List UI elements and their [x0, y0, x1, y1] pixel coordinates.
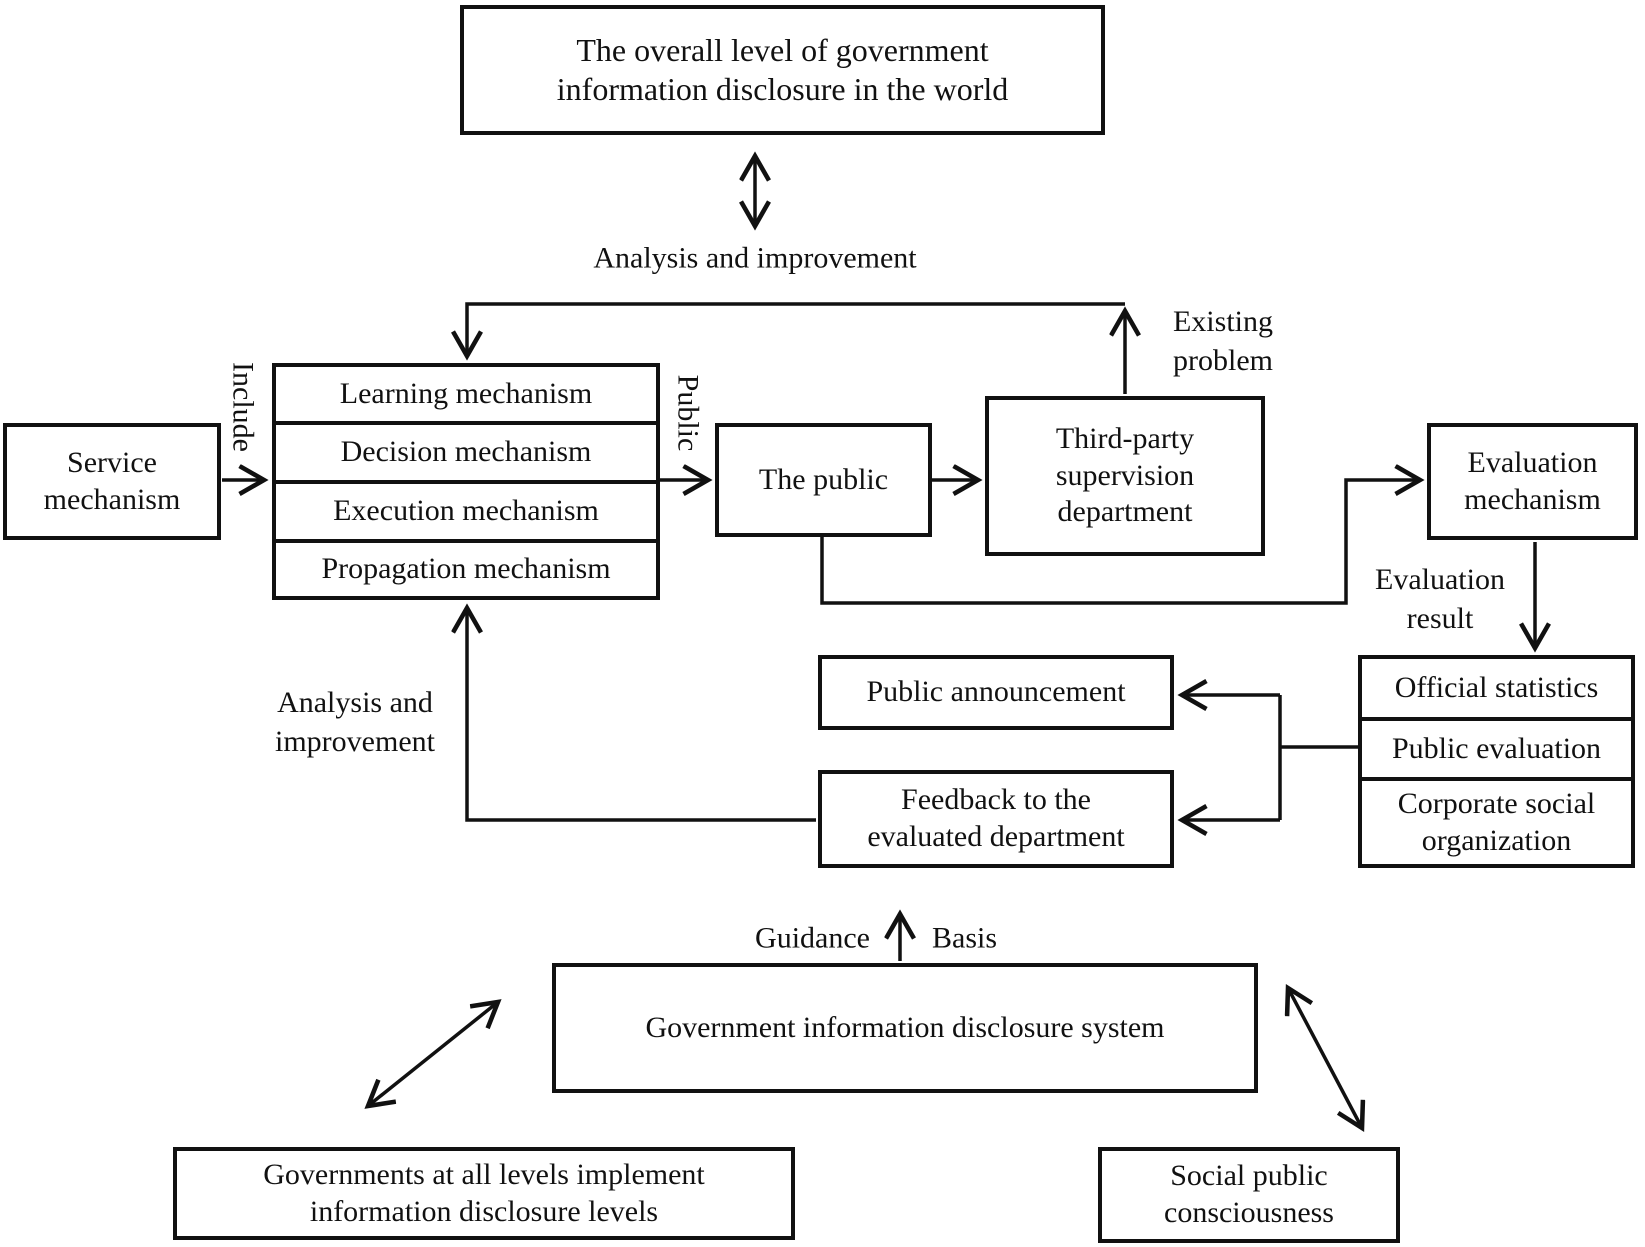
label-analysis-left-line2: improvement [275, 725, 435, 758]
box-propagation-mechanism: Propagation mechanism [272, 539, 660, 600]
label-analysis-improvement-left: Analysis and improvement [275, 683, 435, 761]
box-social-public-consciousness: Social public consciousness [1098, 1147, 1400, 1243]
box-government-disclosure-system: Government information disclosure system [552, 963, 1258, 1093]
label-analysis-left-line1: Analysis and [277, 686, 433, 719]
box-the-public: The public [715, 423, 932, 537]
label-analysis-improvement-top: Analysis and improvement [593, 241, 917, 275]
line-feedback-to-propagation [467, 608, 816, 822]
box-official-statistics: Official statistics [1358, 655, 1635, 721]
label-guidance: Guidance [755, 921, 870, 955]
box-service-mechanism: Service mechanism [3, 423, 221, 540]
label-evaluation-result-line2: result [1406, 602, 1474, 635]
arrow-govsystem-social-bidirectional [1288, 988, 1362, 1128]
box-learning-mechanism: Learning mechanism [272, 363, 660, 425]
label-existing-problem: Existing problem [1148, 302, 1298, 380]
line-resultstack-branch-trunk [1278, 695, 1358, 820]
box-decision-mechanism: Decision mechanism [272, 421, 660, 484]
label-public: Public [671, 374, 705, 452]
box-public-announcement: Public announcement [818, 655, 1174, 730]
box-feedback-evaluated-department: Feedback to the evaluated department [818, 770, 1174, 868]
box-overall-level: The overall level of government informat… [460, 5, 1105, 135]
label-basis: Basis [932, 921, 998, 955]
box-execution-mechanism: Execution mechanism [272, 480, 660, 543]
box-evaluation-mechanism: Evaluation mechanism [1427, 423, 1638, 540]
label-evaluation-result: Evaluation result [1375, 560, 1505, 638]
label-evaluation-result-line1: Evaluation [1375, 563, 1505, 596]
label-include: Include [226, 362, 260, 452]
label-existing-problem-line2: problem [1173, 344, 1273, 377]
box-governments-all-levels: Governments at all levels implement info… [173, 1147, 795, 1240]
label-existing-problem-line1: Existing [1172, 305, 1273, 338]
line-analysis-feedback-to-stack [467, 302, 1125, 356]
arrow-govsystem-govlevels-bidirectional [368, 1002, 498, 1106]
box-corporate-social-organization: Corporate social organization [1358, 777, 1635, 868]
box-public-evaluation: Public evaluation [1358, 717, 1635, 781]
box-third-party-supervision: Third-party supervision department [985, 396, 1265, 556]
